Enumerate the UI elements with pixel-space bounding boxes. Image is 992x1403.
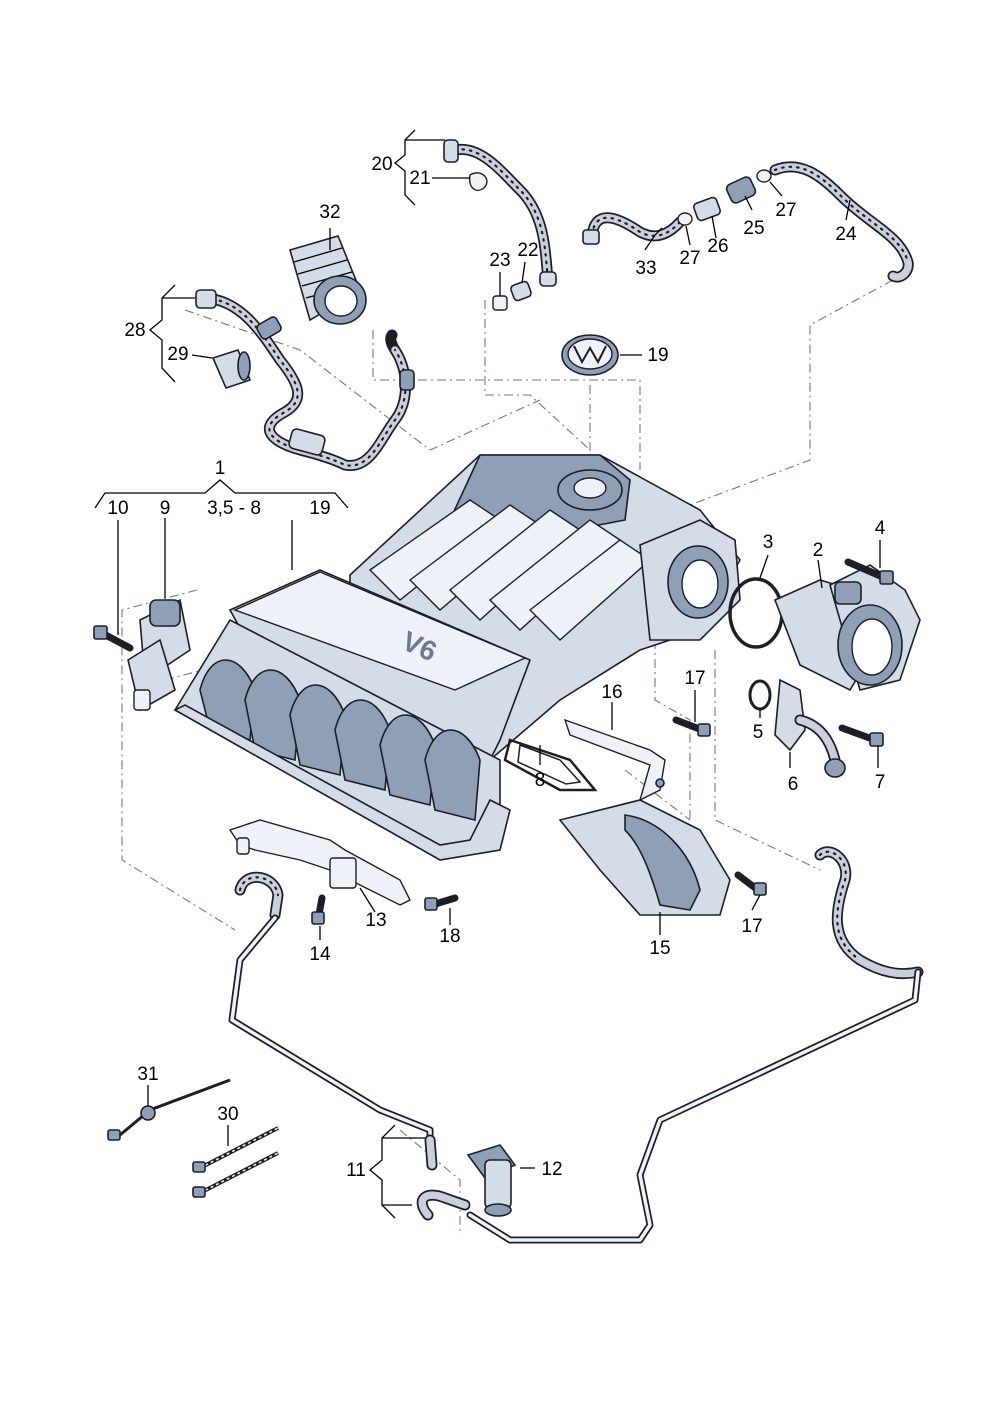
connector-22 bbox=[510, 280, 532, 302]
callout-26: 26 bbox=[707, 236, 728, 257]
leader-lines bbox=[94, 129, 881, 1219]
fitting-26 bbox=[692, 196, 722, 222]
clip-23 bbox=[492, 295, 508, 311]
callout-18: 18 bbox=[439, 926, 460, 947]
callout-21: 21 bbox=[409, 168, 430, 189]
callout-5: 5 bbox=[753, 722, 764, 743]
heat-shield-15 bbox=[558, 799, 731, 916]
callout-19: 19 bbox=[647, 345, 668, 366]
callout-27-left: 27 bbox=[679, 248, 700, 269]
throttle-body-2 bbox=[773, 564, 921, 692]
bracket-16 bbox=[563, 718, 666, 802]
hose-lower-left bbox=[234, 871, 284, 921]
callout-30: 30 bbox=[217, 1104, 238, 1125]
callout-4: 4 bbox=[875, 518, 886, 539]
callout-labels: 1 10 9 3,5 - 8 19 20 21 32 22 23 28 29 1… bbox=[107, 154, 885, 1181]
callout-17-bottom: 17 bbox=[741, 916, 762, 937]
hose-11-lower bbox=[416, 1189, 471, 1221]
callout-11: 11 bbox=[346, 1160, 366, 1181]
bolt-10 bbox=[93, 625, 134, 652]
bolt-17-bottom bbox=[734, 871, 767, 896]
callout-7: 7 bbox=[875, 772, 886, 793]
callout-22: 22 bbox=[517, 240, 538, 261]
bolt-17-top bbox=[672, 716, 711, 737]
hose-lower-right bbox=[814, 846, 924, 979]
vacuum-line-left bbox=[228, 914, 434, 1164]
cable-tie-31 bbox=[107, 1078, 231, 1141]
callout-24: 24 bbox=[835, 224, 857, 245]
callout-3-5-8: 3,5 - 8 bbox=[207, 498, 261, 519]
hose-11-upper bbox=[424, 1134, 438, 1171]
seal-5 bbox=[748, 679, 772, 711]
callout-33: 33 bbox=[635, 258, 656, 279]
callout-25: 25 bbox=[743, 218, 764, 239]
callout-10: 10 bbox=[107, 498, 128, 519]
bolt-18 bbox=[424, 894, 459, 911]
emblem-19 bbox=[561, 334, 619, 376]
callout-8: 8 bbox=[535, 770, 546, 791]
bellows-32 bbox=[289, 235, 367, 325]
callout-17-top: 17 bbox=[684, 668, 705, 689]
callout-32: 32 bbox=[319, 202, 340, 223]
valve-25 bbox=[725, 176, 757, 204]
callout-29: 29 bbox=[167, 344, 188, 365]
callout-12: 12 bbox=[541, 1159, 562, 1180]
valve-12 bbox=[466, 1144, 517, 1217]
hose-20 bbox=[443, 139, 557, 287]
seal-ring-3 bbox=[728, 577, 784, 649]
pipe-13 bbox=[228, 819, 411, 906]
intake-manifold bbox=[173, 454, 741, 861]
routing-lines bbox=[121, 279, 894, 1235]
callout-6: 6 bbox=[788, 774, 799, 795]
callout-31: 31 bbox=[137, 1064, 158, 1085]
hose-24 bbox=[769, 161, 914, 283]
hose-33 bbox=[582, 212, 686, 245]
cable-ties-30 bbox=[192, 1126, 279, 1198]
elbow-6 bbox=[774, 678, 846, 778]
callout-13: 13 bbox=[365, 910, 386, 931]
callout-16: 16 bbox=[601, 682, 622, 703]
hose-28 bbox=[195, 289, 415, 471]
callout-1: 1 bbox=[215, 458, 226, 479]
clip-27-right bbox=[756, 169, 772, 183]
callout-14: 14 bbox=[309, 944, 331, 965]
sleeve-29 bbox=[211, 349, 252, 389]
sensor-9 bbox=[127, 598, 191, 712]
clip-27-left bbox=[677, 212, 693, 226]
callout-19-group: 19 bbox=[309, 498, 330, 519]
callout-15: 15 bbox=[649, 938, 670, 959]
callout-20: 20 bbox=[371, 154, 392, 175]
hose-clip-21 bbox=[469, 172, 488, 192]
vacuum-line-right bbox=[466, 968, 922, 1244]
callout-23: 23 bbox=[489, 250, 510, 271]
callout-3: 3 bbox=[763, 532, 774, 553]
callout-28: 28 bbox=[124, 320, 145, 341]
bolt-14 bbox=[311, 894, 326, 925]
callout-9: 9 bbox=[160, 498, 171, 519]
bolt-7 bbox=[838, 724, 884, 747]
callout-2: 2 bbox=[813, 540, 824, 561]
callout-27-right: 27 bbox=[775, 200, 796, 221]
bolt-4 bbox=[844, 558, 894, 585]
gasket-8 bbox=[503, 738, 598, 792]
